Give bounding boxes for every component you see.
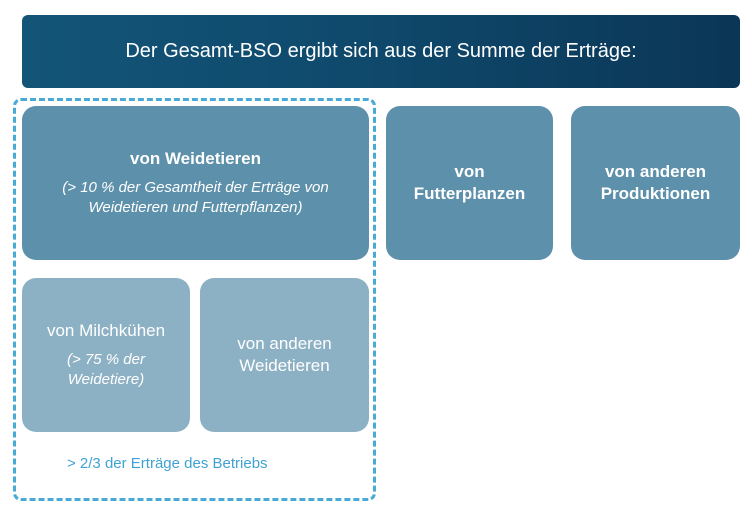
box-milchkuehe-subtitle: (> 75 % der Weidetiere) [67,351,145,388]
box-weidetiere: von Weidetieren (> 10 % der Gesamtheit d… [22,106,369,260]
header-title: Der Gesamt-BSO ergibt sich aus der Summe… [125,40,637,62]
box-milchkuehe-title: von Milchkühen [46,321,166,340]
box-andere-produktionen: von anderen Produktionen [571,106,740,260]
header-banner: Der Gesamt-BSO ergibt sich aus der Summe… [22,15,740,88]
box-futterpflanzen-title: von Futterplanzen [413,162,526,203]
box-weidetiere-title: von Weidetieren [130,149,261,168]
box-andere-produktionen-title: von anderen Produktionen [600,162,711,203]
box-milchkuehe: von Milchkühen (> 75 % der Weidetiere) [22,278,190,432]
box-futterpflanzen: von Futterplanzen [386,106,553,260]
box-andere-weidetiere-title: von anderen Weidetieren [237,334,332,375]
two-thirds-note: > 2/3 der Erträge des Betriebs [67,455,268,472]
two-thirds-group-border [13,98,376,501]
box-weidetiere-subtitle: (> 10 % der Gesamtheit der Erträge von W… [62,179,329,216]
box-andere-weidetiere: von anderen Weidetieren [200,278,369,432]
